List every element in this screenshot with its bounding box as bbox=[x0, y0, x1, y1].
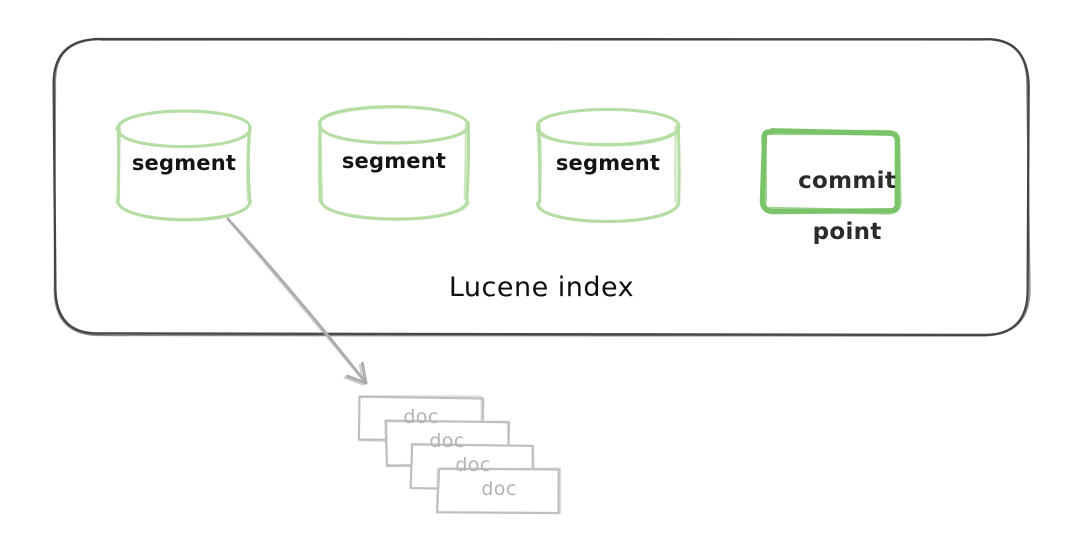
commit-point-label-line1: commit bbox=[798, 167, 897, 194]
container-title: Lucene index bbox=[448, 272, 635, 303]
segment-label-2: segment bbox=[341, 149, 447, 173]
commit-point-label: commit point bbox=[763, 143, 898, 272]
lucene-index-container[interactable] bbox=[52, 37, 1031, 337]
segment-cylinder-3[interactable] bbox=[535, 107, 681, 223]
commit-point-label-line2: point bbox=[812, 219, 882, 246]
document-label-4: doc bbox=[481, 478, 517, 500]
commit-point-box[interactable] bbox=[759, 128, 902, 215]
segment-to-docs-arrow bbox=[226, 217, 368, 386]
document-label-1: doc bbox=[403, 406, 439, 428]
document-label-2: doc bbox=[429, 430, 465, 452]
document-label-3: doc bbox=[455, 454, 491, 476]
segment-label-1: segment bbox=[131, 151, 237, 175]
document-box-4[interactable] bbox=[435, 467, 562, 515]
segment-label-3: segment bbox=[555, 151, 661, 175]
